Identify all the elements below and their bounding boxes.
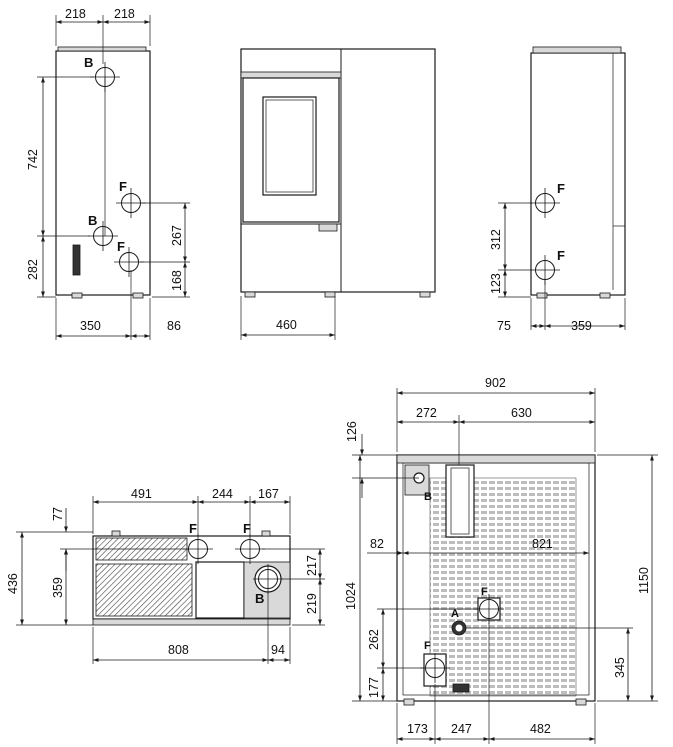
- dim-rear-247: 247: [451, 722, 472, 736]
- right-side-view: F F 312 123 75 359: [489, 46, 626, 333]
- dim-rear-173: 173: [407, 722, 428, 736]
- dim-rear-821: 821: [532, 537, 553, 551]
- label-right-f-lower: F: [557, 248, 565, 263]
- rear-label-a: A: [451, 608, 459, 620]
- dim-rear-1150: 1150: [637, 567, 651, 594]
- top-label-f-left: F: [189, 521, 197, 536]
- dim-rear-177: 177: [367, 677, 381, 698]
- dim-rear-272: 272: [416, 406, 437, 420]
- label-b-top: B: [84, 55, 93, 70]
- dim-rear-345: 345: [613, 657, 627, 678]
- dim-rear-82: 82: [370, 537, 384, 551]
- top-grille-lower: [95, 563, 193, 617]
- left-side-control-panel: [72, 244, 81, 276]
- dim-top-436: 436: [6, 573, 20, 594]
- dim-left-267: 267: [170, 225, 184, 246]
- dim-top-359: 359: [51, 577, 65, 598]
- top-label-f-right: F: [243, 521, 251, 536]
- dim-left-top-2: 218: [114, 7, 135, 21]
- dim-left-282: 282: [26, 259, 40, 280]
- label-f-lower: F: [117, 239, 125, 254]
- label-b-mid: B: [88, 213, 97, 228]
- rear-label-f-lower: F: [424, 640, 431, 652]
- dim-top-491: 491: [131, 487, 152, 501]
- dim-left-top-1: 218: [65, 7, 86, 21]
- dim-rear-630: 630: [511, 406, 532, 420]
- dim-top-167: 167: [258, 487, 279, 501]
- dim-rear-262: 262: [367, 629, 381, 650]
- rear-view: B F A F 902 272 630 126 82 821 262 1024 …: [344, 376, 658, 744]
- front-glass: [262, 96, 317, 196]
- dim-right-123: 123: [489, 273, 503, 294]
- right-side-body: [530, 52, 626, 296]
- dim-left-86: 86: [167, 319, 181, 333]
- top-label-b: B: [255, 591, 264, 606]
- top-view: F F B 491 244 167 77 436 359 217 219: [6, 487, 325, 664]
- dim-left-742: 742: [26, 149, 40, 170]
- front-view: 460: [240, 48, 436, 340]
- rear-label-b: B: [424, 491, 432, 503]
- dim-rear-1024: 1024: [344, 582, 358, 610]
- dim-left-168: 168: [170, 270, 184, 291]
- dim-top-94: 94: [271, 643, 285, 657]
- dim-right-359: 359: [571, 319, 592, 333]
- dim-rear-482: 482: [530, 722, 551, 736]
- dim-rear-902: 902: [485, 376, 506, 390]
- rear-label-f-upper: F: [481, 586, 488, 598]
- dim-top-77: 77: [51, 507, 65, 521]
- rear-flue-duct: [445, 464, 475, 538]
- dim-top-808: 808: [168, 643, 189, 657]
- dim-rear-126: 126: [345, 421, 359, 442]
- dim-right-75: 75: [497, 319, 511, 333]
- left-side-top-cap: [57, 46, 147, 52]
- left-side-view: B F B F 218 218 742 282 267 168 350: [26, 7, 190, 340]
- dim-front-460: 460: [276, 318, 297, 332]
- dim-left-350: 350: [80, 319, 101, 333]
- dim-top-219: 219: [305, 593, 319, 614]
- top-lid: [195, 561, 245, 619]
- dim-top-244: 244: [212, 487, 233, 501]
- dim-top-217: 217: [305, 555, 319, 576]
- dim-right-312: 312: [489, 229, 503, 250]
- label-f-upper: F: [119, 179, 127, 194]
- label-right-f-upper: F: [557, 181, 565, 196]
